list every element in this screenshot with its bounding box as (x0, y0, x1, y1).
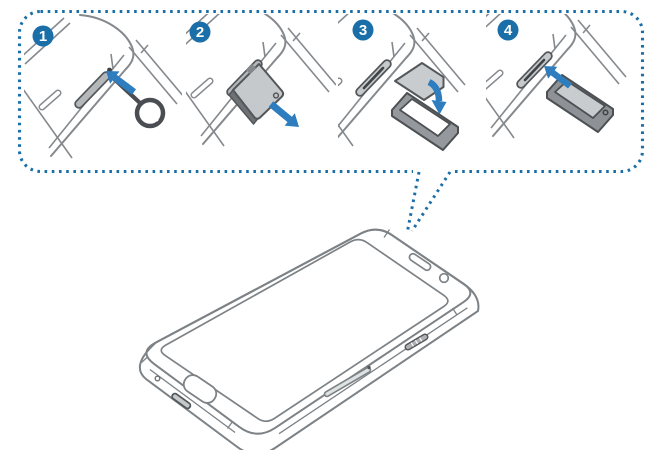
step-2-badge: 2 (189, 21, 211, 43)
step-2-number: 2 (196, 24, 204, 41)
sim-tray-icon (391, 92, 459, 151)
antenna-line (383, 229, 391, 238)
phone-face (145, 228, 472, 435)
step-1-badge: 1 (32, 25, 54, 47)
step-4-number: 4 (504, 22, 513, 39)
step-4-panel (460, 0, 626, 138)
sim-tray-icon (228, 63, 285, 125)
step-2-panel (170, 3, 336, 146)
jack-hole (154, 375, 161, 382)
front-camera (438, 272, 450, 284)
antenna-line (141, 356, 148, 363)
sim-card-icon (394, 62, 445, 101)
step-3-number: 3 (359, 22, 367, 39)
phone-screen (160, 238, 449, 423)
step-1-number: 1 (39, 28, 47, 45)
callout-pointer-line-left (406, 171, 421, 232)
side-seam (149, 368, 236, 434)
speaker-grille (404, 333, 429, 351)
arrow-icon (544, 66, 572, 89)
antenna-line (226, 421, 234, 429)
mic-hole (367, 365, 371, 370)
sim-tray-icon (546, 74, 614, 133)
side-key-slot (323, 366, 372, 398)
step-1-panel (18, 15, 184, 158)
step-4-badge: 4 (497, 19, 519, 41)
tray-hole (272, 92, 280, 99)
step-3-panel (299, 3, 465, 151)
sim-tray-slot (516, 51, 553, 89)
callout-pointer-line-right (410, 171, 452, 232)
sim-tray-slot (355, 59, 392, 97)
phone-illustration (138, 228, 480, 450)
sim-card-icon (554, 80, 606, 119)
arrow-icon (427, 79, 447, 115)
callout-border-gap (413, 164, 454, 180)
speaker-slot (408, 252, 432, 272)
home-button (182, 374, 218, 404)
arrow-icon (268, 101, 299, 127)
tray-hole (602, 109, 609, 116)
arrow-icon (106, 71, 136, 95)
side-seam (278, 307, 468, 435)
usb-port (171, 392, 192, 410)
callout-dashed-border (17, 9, 645, 174)
step-3-badge: 3 (352, 19, 374, 41)
antenna-line (451, 307, 458, 316)
